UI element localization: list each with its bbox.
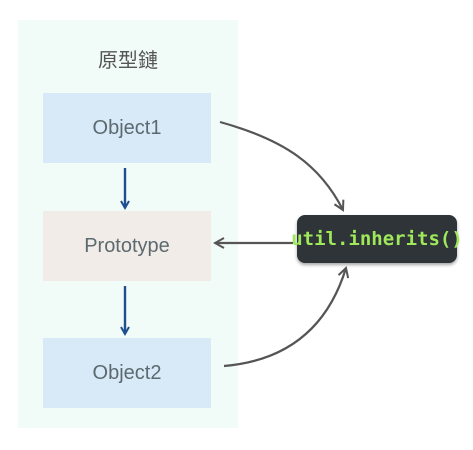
panel-title: 原型鏈 (98, 48, 158, 72)
arrow-object2-to-util (223, 268, 346, 368)
object2-node: Object2 (43, 338, 211, 408)
util-inherits-node: util.inherits() (291, 215, 463, 263)
prototype-node: Prototype (43, 211, 211, 281)
arrow-object1-to-util (219, 120, 343, 210)
object1-node: Object1 (43, 93, 211, 163)
